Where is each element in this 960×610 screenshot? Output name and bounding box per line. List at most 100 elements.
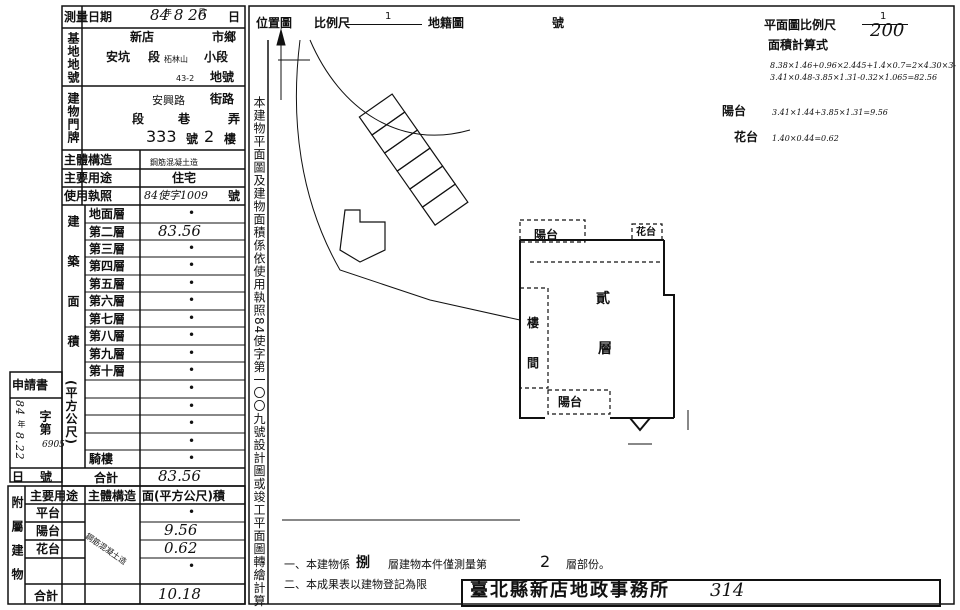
application-no: 6905	[42, 440, 65, 450]
note-1-pre: 一、本建物係	[284, 558, 350, 571]
annex-use: 平台	[36, 506, 61, 520]
annex-use: 花台	[36, 542, 61, 556]
floor-area-value: •	[188, 434, 196, 448]
plan-balcony-bottom: 陽台	[558, 395, 583, 409]
note-1-post: 層部份。	[566, 558, 610, 571]
floor-area-section-label: 建築面積	[66, 215, 80, 375]
floor-name: 地面層	[89, 207, 126, 221]
floor-area-value: •	[188, 328, 196, 342]
floor-name: 第七層	[89, 312, 126, 326]
month-mark: 月	[198, 8, 206, 17]
main-use-value: 住宅	[172, 171, 197, 185]
calc-balcony: 3.41×1.44+3.85×1.31=9.56	[772, 108, 888, 117]
floor-area-value: •	[188, 293, 196, 307]
annex-header-structure: 主體構造	[88, 489, 137, 503]
base-city: 新店	[130, 30, 155, 44]
address-alley-suffix: 弄	[228, 112, 241, 126]
building-address-label: 建物門牌	[66, 92, 80, 144]
base-land-label: 基地地號	[66, 32, 80, 84]
main-structure-value: 鋼筋混凝土造	[150, 158, 198, 167]
calc-main: 8.38×1.46+0.96×2.445+1.4×0.7=2×4.30×3-3.…	[770, 61, 957, 82]
base-subsection-suffix: 小段	[204, 50, 229, 64]
annex-area: •	[188, 559, 196, 573]
survey-date-label: 測量日期	[64, 10, 113, 24]
license-label: 使用執照	[64, 189, 113, 203]
application-day-mark: 日	[12, 470, 25, 484]
address-road-suffix: 街路	[210, 92, 235, 106]
address-road: 安興路	[152, 94, 185, 107]
application-year-mark: 年	[17, 420, 26, 429]
plan-scale-bar	[862, 24, 908, 25]
floor-area-value: •	[188, 363, 196, 377]
address-floor-suffix: 樓	[224, 132, 237, 146]
calc-planter: 1.40×0.44=0.62	[772, 134, 839, 143]
plan-second: 貳	[596, 291, 610, 307]
floor-name: 騎樓	[89, 452, 114, 466]
floor-name: 第三層	[89, 242, 126, 256]
floor-total-value: 83.56	[158, 467, 201, 485]
note-1-floors: 捌	[356, 555, 370, 571]
annex-header-area: 面(平方公尺)積	[142, 489, 225, 503]
license-value: 84使字1009	[144, 189, 208, 202]
floor-name: 第四層	[89, 259, 126, 273]
floor-area-value: •	[188, 346, 196, 360]
main-use-label: 主要用途	[64, 171, 113, 185]
plan-balcony-top: 陽台	[534, 228, 559, 242]
note-2: 二、本成果表以建物登記為限	[284, 578, 427, 591]
annex-header-use: 主要用途	[30, 489, 79, 503]
calc-label: 面積計算式	[768, 38, 829, 52]
floor-area-value: 83.56	[158, 222, 201, 240]
calc-balcony-label: 陽台	[722, 104, 747, 118]
annex-total-value: 10.18	[158, 585, 201, 603]
plan-scale-num: 1	[880, 11, 887, 22]
base-city-suffix: 市鄉	[212, 30, 237, 44]
side-note: 本建物平面圖及建物面積係依使用執照84使字第一〇〇九號設計圖或竣工平面圖轉繪計算	[252, 96, 266, 608]
floor-area-value: •	[188, 276, 196, 290]
application-no-suffix: 號	[40, 470, 53, 484]
floor-area-value: •	[188, 241, 196, 255]
floor-name: 第六層	[89, 294, 126, 308]
base-section: 安坑	[106, 50, 131, 64]
application-label: 申請書	[12, 378, 49, 392]
plan-planter: 花台	[636, 227, 656, 238]
annex-area: 0.62	[164, 539, 198, 557]
location-map-label: 位置圖	[256, 16, 293, 30]
day-mark: 日	[228, 10, 241, 24]
plan-scale-den: 200	[870, 20, 905, 41]
address-lane-suffix: 巷	[178, 112, 191, 126]
annex-label: 附屬建物	[10, 496, 24, 592]
main-structure-label: 主體構造	[64, 153, 113, 167]
plan-room: 間	[527, 356, 540, 370]
floor-area-value: •	[188, 311, 196, 325]
address-number-suffix: 號	[186, 132, 199, 146]
survey-date-value: 84 8 26	[150, 6, 208, 24]
office-stamp: 臺北縣新店地政事務所	[470, 580, 670, 601]
floor-area-value: •	[188, 206, 196, 220]
scale-value: 1	[385, 11, 392, 22]
address-number: 333	[146, 127, 177, 146]
floor-area-value: •	[188, 451, 196, 465]
base-lot: 43-2	[176, 74, 195, 83]
note-1-floor: 2	[540, 552, 551, 571]
base-subsection: 柘林山	[164, 55, 188, 64]
annex-area: •	[188, 505, 196, 519]
floor-name: 第九層	[89, 347, 126, 361]
floor-area-unit-label: (平方公尺)	[64, 380, 78, 445]
address-section-suffix: 段	[132, 112, 145, 126]
year-mark: 年	[164, 8, 172, 17]
floor-name: 第二層	[89, 225, 126, 239]
floor-area-value: •	[188, 399, 196, 413]
scale-label: 比例尺	[314, 16, 351, 30]
plan-floor: 層	[598, 341, 612, 357]
map-no-label: 號	[552, 16, 565, 30]
annex-area: 9.56	[164, 521, 198, 539]
plan-stair: 樓	[527, 316, 540, 330]
note-1-mid: 層建物本件僅測量第	[388, 558, 487, 571]
floor-name: 第十層	[89, 364, 126, 378]
cadastral-label: 地籍圖	[428, 16, 465, 30]
plan-scale-label: 平面圖比例尺	[764, 18, 837, 32]
application-year: 84	[13, 400, 26, 416]
floor-area-value: •	[188, 381, 196, 395]
license-suffix: 號	[228, 189, 241, 203]
